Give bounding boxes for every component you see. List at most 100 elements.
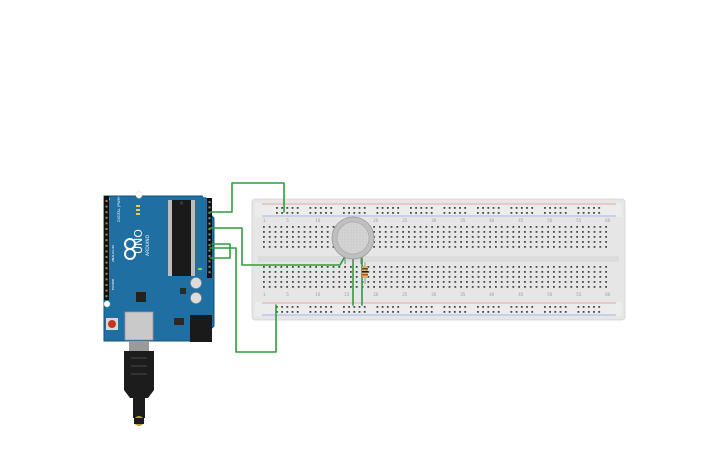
terminal-hole[interactable] — [408, 241, 410, 243]
terminal-hole[interactable] — [408, 276, 410, 278]
terminal-hole[interactable] — [396, 281, 399, 283]
digital-pin[interactable] — [208, 255, 211, 257]
rail-hole[interactable] — [376, 311, 379, 313]
terminal-hole[interactable] — [500, 226, 503, 228]
terminal-hole[interactable] — [268, 226, 271, 228]
terminal-hole[interactable] — [321, 266, 323, 268]
digital-pin[interactable] — [208, 249, 211, 252]
rail-hole[interactable] — [376, 212, 379, 214]
rail-hole[interactable] — [319, 207, 322, 209]
rail-hole[interactable] — [520, 207, 523, 209]
rail-hole[interactable] — [397, 212, 400, 214]
terminal-hole[interactable] — [268, 276, 271, 278]
terminal-hole[interactable] — [402, 266, 404, 268]
terminal-hole[interactable] — [518, 271, 520, 273]
terminal-hole[interactable] — [587, 281, 590, 283]
terminal-hole[interactable] — [512, 246, 515, 248]
rail-hole[interactable] — [410, 311, 412, 313]
terminal-hole[interactable] — [286, 241, 288, 243]
terminal-hole[interactable] — [471, 246, 474, 248]
terminal-hole[interactable] — [326, 271, 329, 273]
terminal-hole[interactable] — [437, 246, 439, 248]
terminal-hole[interactable] — [541, 281, 544, 283]
terminal-hole[interactable] — [437, 226, 439, 228]
rail-hole[interactable] — [554, 311, 557, 313]
terminal-hole[interactable] — [448, 246, 451, 248]
terminal-hole[interactable] — [263, 266, 265, 268]
terminal-hole[interactable] — [303, 276, 306, 278]
terminal-hole[interactable] — [541, 231, 544, 233]
terminal-hole[interactable] — [605, 246, 607, 248]
terminal-hole[interactable] — [541, 241, 544, 243]
terminal-hole[interactable] — [390, 281, 393, 283]
rail-hole[interactable] — [549, 311, 551, 313]
rail-hole[interactable] — [343, 306, 345, 308]
terminal-hole[interactable] — [408, 231, 410, 233]
terminal-hole[interactable] — [558, 281, 561, 283]
terminal-hole[interactable] — [605, 281, 607, 283]
terminal-hole[interactable] — [431, 236, 433, 238]
rail-hole[interactable] — [577, 311, 580, 313]
terminal-hole[interactable] — [263, 236, 265, 238]
terminal-hole[interactable] — [419, 281, 422, 283]
terminal-hole[interactable] — [309, 286, 312, 288]
rail-hole[interactable] — [544, 207, 546, 209]
rail-hole[interactable] — [459, 207, 461, 209]
terminal-hole[interactable] — [570, 236, 573, 238]
wires[interactable] — [209, 182, 363, 353]
terminal-hole[interactable] — [576, 266, 578, 268]
terminal-hole[interactable] — [402, 276, 404, 278]
terminal-hole[interactable] — [524, 281, 526, 283]
usb-cable[interactable] — [124, 341, 154, 426]
rail-hole[interactable] — [577, 207, 580, 209]
terminal-hole[interactable] — [466, 231, 468, 233]
terminal-hole[interactable] — [500, 281, 503, 283]
rail-hole[interactable] — [492, 212, 495, 214]
terminal-hole[interactable] — [396, 271, 399, 273]
terminal-hole[interactable] — [326, 246, 329, 248]
terminal-hole[interactable] — [535, 226, 538, 228]
terminal-hole[interactable] — [292, 231, 294, 233]
terminal-hole[interactable] — [408, 226, 410, 228]
terminal-hole[interactable] — [292, 226, 294, 228]
terminal-hole[interactable] — [263, 231, 265, 233]
terminal-hole[interactable] — [541, 276, 544, 278]
terminal-hole[interactable] — [373, 271, 375, 273]
terminal-hole[interactable] — [558, 286, 561, 288]
terminal-hole[interactable] — [564, 241, 567, 243]
terminal-hole[interactable] — [587, 231, 590, 233]
power-pin[interactable] — [105, 211, 108, 214]
terminal-hole[interactable] — [582, 226, 584, 228]
rail-hole[interactable] — [430, 207, 433, 209]
terminal-hole[interactable] — [442, 241, 445, 243]
terminal-hole[interactable] — [477, 231, 480, 233]
terminal-hole[interactable] — [570, 226, 573, 228]
rail-hole[interactable] — [314, 306, 317, 308]
terminal-hole[interactable] — [564, 226, 567, 228]
terminal-hole[interactable] — [529, 231, 532, 233]
terminal-hole[interactable] — [431, 231, 433, 233]
terminal-hole[interactable] — [570, 271, 573, 273]
rail-hole[interactable] — [520, 212, 523, 214]
rail-hole[interactable] — [464, 311, 467, 313]
terminal-hole[interactable] — [297, 276, 300, 278]
rail-hole[interactable] — [386, 306, 389, 308]
power-pin[interactable] — [105, 261, 108, 264]
rail-hole[interactable] — [515, 311, 518, 313]
terminal-hole[interactable] — [390, 286, 393, 288]
terminal-hole[interactable] — [402, 286, 404, 288]
terminal-hole[interactable] — [593, 276, 596, 278]
digital-pin[interactable] — [208, 201, 211, 203]
rail-hole[interactable] — [554, 212, 557, 214]
rail-hole[interactable] — [363, 212, 366, 214]
rail-hole[interactable] — [554, 207, 557, 209]
rail-hole[interactable] — [482, 207, 484, 209]
rail-hole[interactable] — [381, 212, 384, 214]
terminal-hole[interactable] — [512, 231, 515, 233]
terminal-hole[interactable] — [466, 266, 468, 268]
terminal-hole[interactable] — [599, 286, 602, 288]
rail-hole[interactable] — [386, 212, 389, 214]
terminal-hole[interactable] — [564, 266, 567, 268]
terminal-hole[interactable] — [466, 271, 468, 273]
terminal-hole[interactable] — [379, 286, 381, 288]
